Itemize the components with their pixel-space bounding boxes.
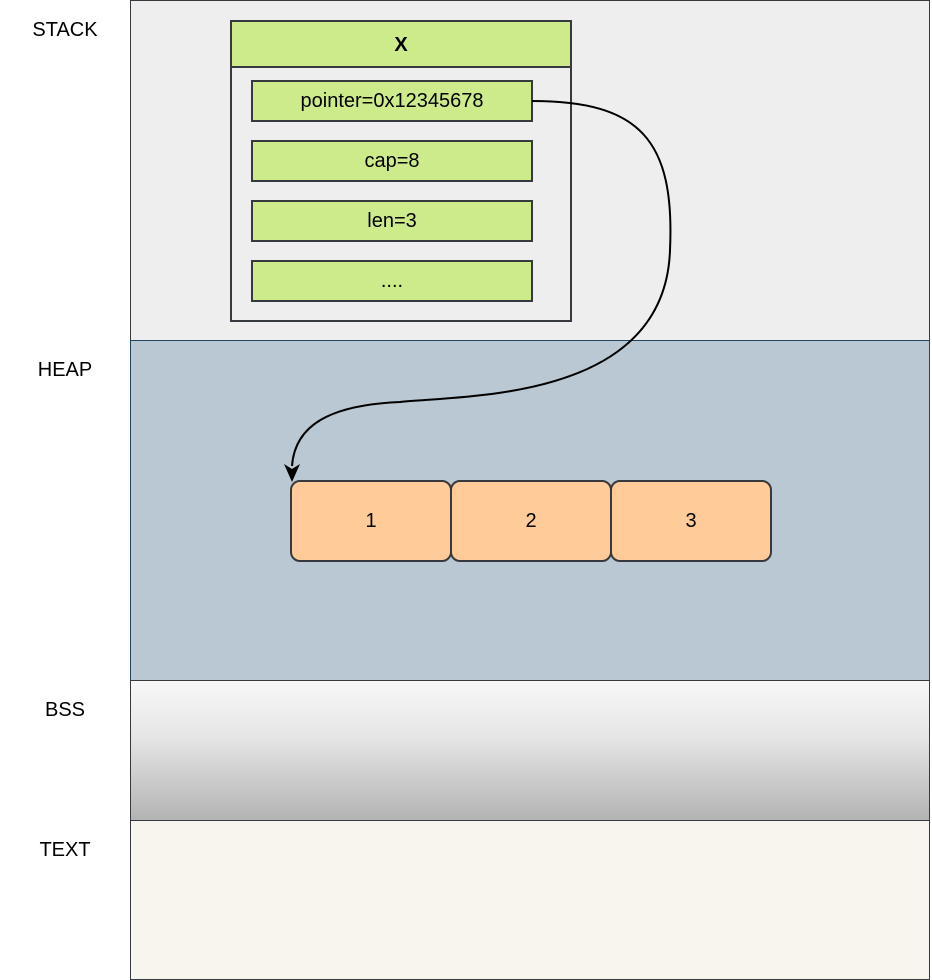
stack-label: STACK — [32, 19, 98, 41]
text-label: TEXT — [39, 839, 91, 861]
field-pointer: pointer=0x12345678 — [251, 80, 533, 122]
heap-cell-3: 3 — [610, 480, 772, 562]
bss-label: BSS — [44, 699, 86, 721]
field-len: len=3 — [251, 200, 533, 242]
heap-cell-2: 2 — [450, 480, 612, 562]
bss-region — [130, 680, 930, 821]
text-region — [130, 820, 930, 980]
heap-cell-1: 1 — [290, 480, 452, 562]
field-cap: cap=8 — [251, 140, 533, 182]
field-ellipsis: .... — [251, 260, 533, 302]
struct-title: X — [232, 22, 570, 68]
heap-label: HEAP — [37, 359, 93, 381]
struct-x-box: X pointer=0x12345678 cap=8 len=3 .... — [230, 20, 572, 322]
